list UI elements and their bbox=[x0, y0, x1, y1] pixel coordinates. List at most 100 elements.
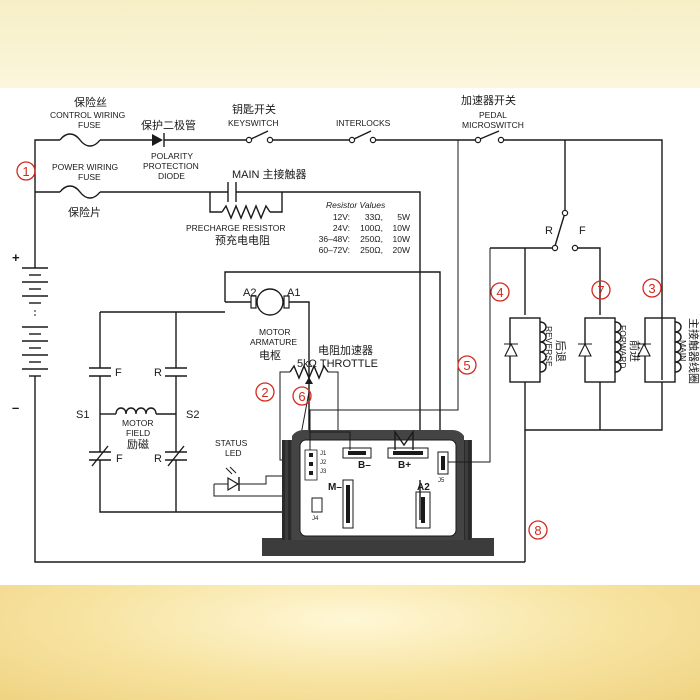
b-minus-label: B– bbox=[358, 460, 371, 471]
direction-switch-icon bbox=[490, 140, 601, 315]
precharge-label: PRECHARGE RESISTOR bbox=[186, 223, 286, 233]
svg-text:5: 5 bbox=[463, 358, 470, 373]
s2-label: S2 bbox=[186, 409, 199, 421]
resistor-values-row-3-watts: 10W bbox=[393, 234, 410, 244]
marker-4: 4 bbox=[490, 282, 510, 302]
interlocks-icon bbox=[348, 130, 377, 144]
marker-6: 6 bbox=[292, 386, 312, 406]
switch-r-label: R bbox=[545, 225, 553, 237]
polarity-diode-icon bbox=[152, 133, 165, 147]
coil-return-wire bbox=[524, 382, 663, 431]
armature-a2-label: A2 bbox=[243, 287, 256, 299]
j2-label: J2 bbox=[320, 460, 327, 466]
field-zh-label: 励磁 bbox=[127, 438, 149, 451]
field-r-bottom-label: R bbox=[154, 453, 162, 465]
status-led-label-1: STATUS bbox=[215, 438, 248, 448]
forward-label: FORWARD bbox=[618, 325, 628, 368]
diode-zh-label: 保护二极管 bbox=[141, 118, 196, 132]
pedal-microswitch-icon bbox=[474, 130, 505, 144]
field-r-top-label: R bbox=[154, 367, 162, 379]
interlocks-label: INTERLOCKS bbox=[336, 118, 391, 128]
j5-label: J5 bbox=[438, 478, 445, 484]
svg-text:7: 7 bbox=[597, 283, 604, 298]
main-coil-icon bbox=[637, 317, 682, 383]
control-fuse-label-1: CONTROL WIRING bbox=[50, 110, 125, 120]
reverse-label: REVERSE bbox=[544, 326, 554, 367]
resistor-values-row-3-voltage: 36–48V: bbox=[319, 234, 350, 244]
throttle-label: 5kΩ THROTTLE bbox=[297, 358, 378, 370]
keyswitch-label: KEYSWITCH bbox=[228, 118, 279, 128]
battery-icon bbox=[22, 192, 525, 563]
control-fuse-label-2: FUSE bbox=[78, 120, 101, 130]
polarity-label-2: PROTECTION bbox=[143, 161, 199, 171]
resistor-values-row-2-watts: 10W bbox=[393, 223, 410, 233]
marker-7: 7 bbox=[591, 280, 611, 300]
field-f-top-label: F bbox=[115, 367, 122, 379]
battery-minus-label: – bbox=[12, 400, 19, 415]
polarity-label-3: DIODE bbox=[158, 171, 185, 181]
power-fuse-zh-label: 保险片 bbox=[68, 205, 101, 219]
pedal-label-1: PEDAL bbox=[479, 110, 507, 120]
svg-text:6: 6 bbox=[298, 389, 305, 404]
armature-a1-label: A1 bbox=[287, 287, 300, 299]
resistor-values-row-1-voltage: 12V: bbox=[333, 212, 350, 222]
battery-plus-label: + bbox=[12, 250, 20, 265]
power-fuse-label-1: POWER WIRING bbox=[52, 162, 118, 172]
s1-label: S1 bbox=[76, 409, 89, 421]
controller-icon bbox=[262, 430, 494, 556]
pedal-label-2: MICROSWITCH bbox=[462, 120, 524, 130]
armature-zh-label: 电枢 bbox=[259, 348, 281, 362]
marker-2: 2 bbox=[255, 382, 275, 402]
b-plus-label: B+ bbox=[398, 460, 411, 471]
keyswitch-icon bbox=[245, 130, 274, 144]
controller-connections bbox=[309, 140, 526, 562]
motor-field-label-2: FIELD bbox=[126, 428, 150, 438]
j4-label: J4 bbox=[312, 516, 319, 522]
resistor-values-row-2-voltage: 24V: bbox=[333, 223, 350, 233]
motor-armature-label-2: ARMATURE bbox=[250, 337, 297, 347]
switch-f-label: F bbox=[579, 225, 586, 237]
status-led-label-2: LED bbox=[225, 448, 242, 458]
m-minus-label: M– bbox=[328, 482, 342, 493]
polarity-label-1: POLARITY bbox=[151, 151, 193, 161]
diagram-labels: 保险丝 CONTROL WIRING FUSE 保护二极管 POLARITY P… bbox=[12, 93, 700, 522]
svg-text:8: 8 bbox=[534, 523, 541, 538]
resistor-values-row-2-ohms: 100Ω, bbox=[360, 223, 383, 233]
marker-8: 8 bbox=[528, 520, 548, 540]
accel-switch-zh-label: 加速器开关 bbox=[461, 93, 516, 107]
svg-text:2: 2 bbox=[261, 385, 268, 400]
reverse-coil-icon bbox=[504, 317, 547, 383]
precharge-zh-label: 预充电电阻 bbox=[215, 233, 270, 247]
resistor-values-row-3-ohms: 250Ω, bbox=[360, 234, 383, 244]
main-contactor-label: MAIN 主接触器 bbox=[232, 167, 307, 181]
throttle-zh-label: 电阻加速器 bbox=[318, 344, 373, 357]
reverse-zh-label: 后退 bbox=[554, 340, 567, 362]
j1-label: J1 bbox=[320, 451, 327, 457]
svg-text:3: 3 bbox=[648, 281, 655, 296]
motor-field-circuit bbox=[89, 311, 290, 513]
resistor-values-row-4-ohms: 250Ω, bbox=[360, 245, 383, 255]
motor-armature-icon bbox=[224, 271, 441, 450]
background-glow bbox=[0, 585, 700, 700]
motor-field-label-1: MOTOR bbox=[122, 418, 153, 428]
power-wire bbox=[35, 182, 421, 450]
top-control-wire bbox=[34, 133, 663, 380]
marker-1: 1 bbox=[16, 161, 36, 181]
resistor-values-row-1-watts: 5W bbox=[397, 212, 410, 222]
resistor-values-row-4-voltage: 60–72V: bbox=[319, 245, 350, 255]
resistor-values-row-1-ohms: 33Ω, bbox=[365, 212, 383, 222]
marker-5: 5 bbox=[457, 355, 477, 375]
forward-zh-label: 前进 bbox=[628, 340, 642, 362]
keyswitch-zh-label: 钥匙开关 bbox=[232, 102, 276, 116]
marker-3: 3 bbox=[642, 278, 662, 298]
svg-text:4: 4 bbox=[496, 285, 503, 300]
main-coil-zh-label: 主接触器线圈 bbox=[687, 318, 700, 384]
j3-label: J3 bbox=[320, 469, 327, 475]
motor-armature-label-1: MOTOR bbox=[259, 327, 290, 337]
resistor-values-title: Resistor Values bbox=[326, 200, 386, 210]
fuse-zh-label: 保险丝 bbox=[74, 95, 107, 109]
field-f-bottom-label: F bbox=[116, 453, 123, 465]
forward-coil-icon bbox=[578, 317, 622, 383]
